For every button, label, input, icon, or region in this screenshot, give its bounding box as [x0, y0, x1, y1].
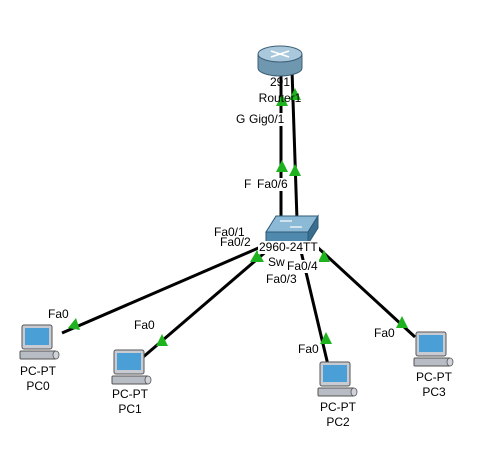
router-hostname-partial: 291 — [269, 75, 291, 89]
switch-port4-label: Fa0/4 — [286, 259, 319, 273]
pc1-port-label: Fa0 — [134, 318, 155, 332]
router-name: Router1 — [258, 91, 302, 105]
link-switch-pc3[interactable] — [313, 243, 417, 339]
pc2-model: PC-PT — [320, 400, 356, 414]
pc3-icon[interactable] — [413, 331, 454, 367]
pc0-port-label: Fa0 — [48, 307, 69, 321]
router-port-label: Gig0/1 — [248, 112, 286, 126]
pc2-name: PC2 — [326, 415, 350, 429]
link-up-light — [289, 88, 301, 100]
link-up-light — [289, 164, 301, 176]
link-up-light — [396, 316, 408, 328]
link-up-light — [276, 94, 288, 106]
pc3-port-label: Fa0 — [374, 326, 395, 340]
link-up-light — [318, 250, 330, 262]
link-up-light — [276, 160, 288, 172]
pc1-icon[interactable] — [111, 349, 152, 385]
pc1-name: PC1 — [118, 402, 142, 416]
pc0-name: PC0 — [26, 379, 50, 393]
switch-uplink-label: Fa0/6 — [256, 177, 289, 191]
link-up-light — [250, 250, 264, 262]
pc0-model: PC-PT — [20, 364, 56, 378]
link-up-light — [68, 318, 80, 330]
pc2-icon[interactable] — [317, 361, 358, 397]
link-switch-pc0[interactable] — [61, 241, 271, 335]
switch-port1-label-partial: Fa0/1 — [214, 225, 245, 239]
pc3-model: PC-PT — [416, 370, 452, 384]
switch-port2-label: Fa0/2 — [219, 235, 252, 249]
pc2-port-label: Fa0 — [298, 342, 319, 356]
switch-uplink-label-overlap: F — [244, 177, 252, 191]
link-status-lights — [68, 88, 408, 346]
switch-port3-label: Fa0/3 — [266, 272, 297, 286]
pc1-model: PC-PT — [112, 387, 148, 401]
link-up-light — [156, 334, 168, 346]
link-up-light — [320, 332, 332, 344]
router-port-label-overlap: G — [236, 112, 246, 126]
switch-model: 2960-24TT — [258, 240, 319, 254]
pc0-icon[interactable] — [19, 324, 60, 360]
router-icon[interactable] — [257, 45, 303, 77]
pc3-name: PC3 — [422, 385, 446, 399]
switch-name-partial: Sw — [268, 255, 285, 269]
